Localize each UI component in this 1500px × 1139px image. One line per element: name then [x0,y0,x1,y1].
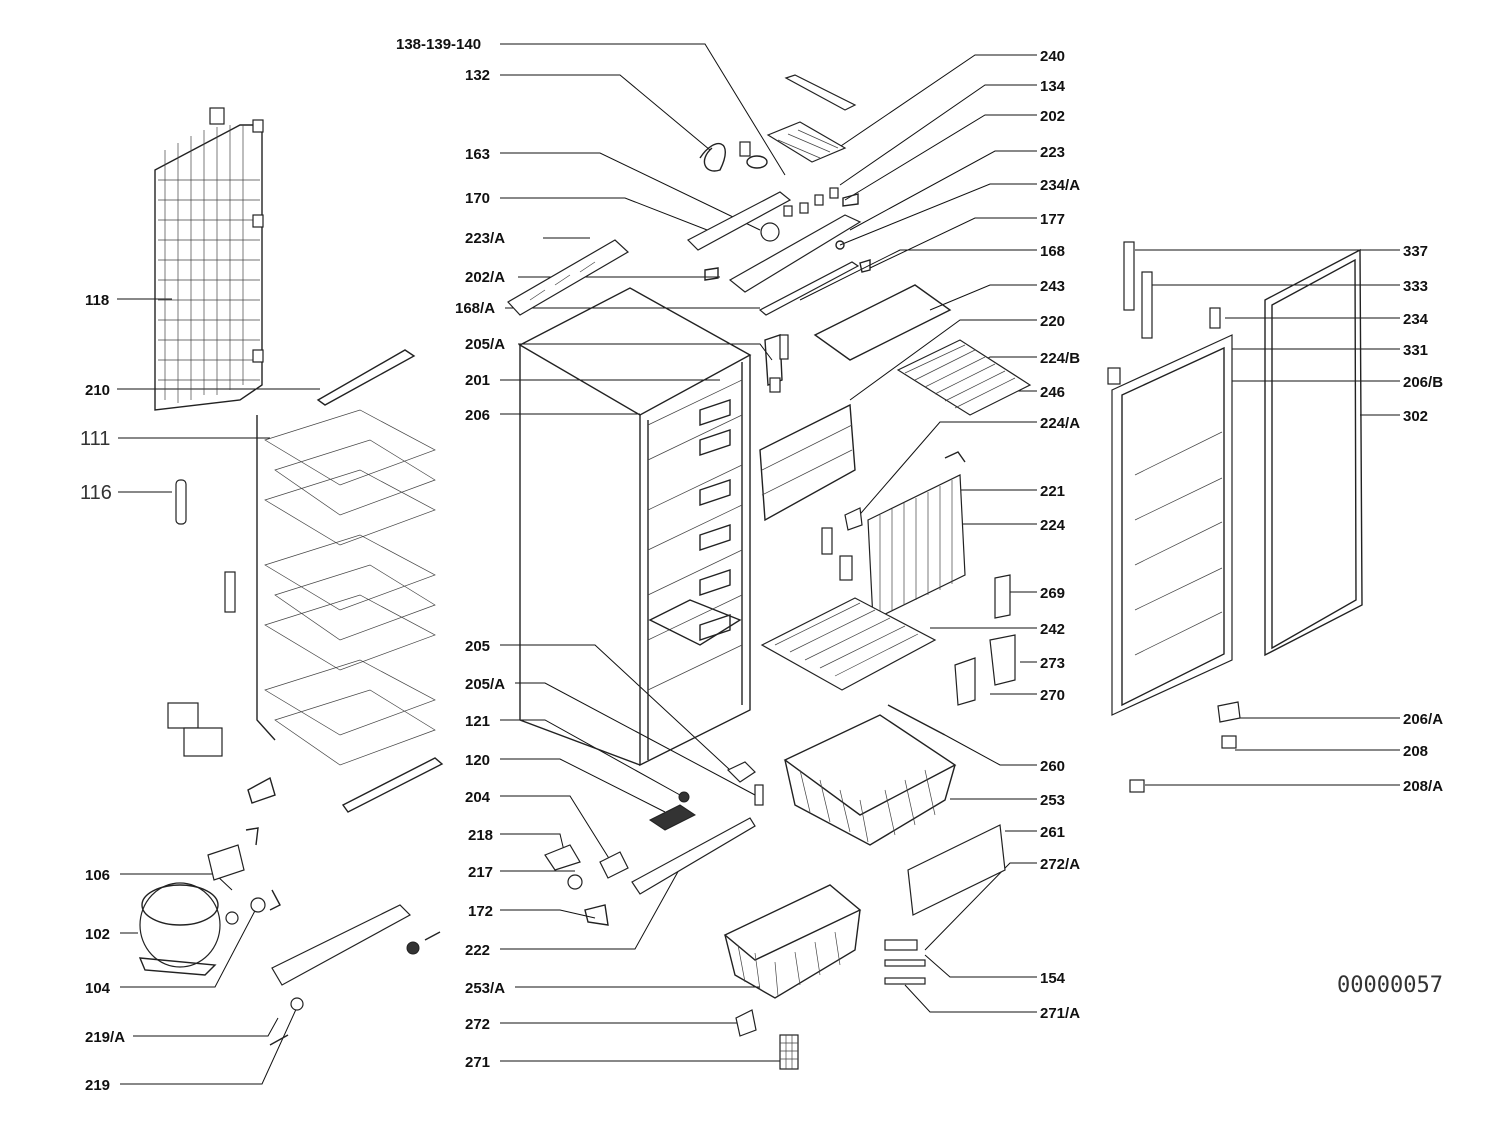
label-172: 172 [468,903,493,920]
label-234A: 234/A [1040,177,1080,194]
label-138-139-140: 138-139-140 [396,36,481,53]
label-205A: 205/A [465,676,505,693]
label-210: 210 [85,382,110,399]
label-177: 177 [1040,211,1065,228]
label-243: 243 [1040,278,1065,295]
label-273: 273 [1040,655,1065,672]
label-134: 134 [1040,78,1066,95]
condenser-coil [154,107,264,411]
label-168: 168 [1040,243,1065,260]
label-271: 271 [465,1054,490,1071]
label-163: 163 [465,146,490,163]
evaporator-shelves [256,349,444,813]
label-205: 205 [465,638,490,655]
label-220: 220 [1040,313,1065,330]
label-201: 201 [465,372,490,389]
label-240: 240 [1040,48,1065,65]
small-left-parts [167,702,276,881]
kick-plate [544,817,756,926]
label-206B: 206/B [1403,374,1443,391]
label-102: 102 [85,926,110,943]
label-219: 219 [85,1077,110,1094]
label-234: 234 [1403,311,1429,328]
label-221: 221 [1040,483,1065,500]
control-panel [507,74,871,316]
label-224: 224 [1040,517,1066,534]
label-217: 217 [468,864,493,881]
label-222: 222 [465,942,490,959]
label-202A: 202/A [465,269,505,286]
label-331: 331 [1403,342,1428,359]
label-208A: 208/A [1403,778,1443,795]
label-154: 154 [1040,970,1066,987]
label-111: 111 [80,428,110,450]
label-120: 120 [465,752,490,769]
label-121: 121 [465,713,490,730]
compressor-rail [269,904,441,1046]
label-260: 260 [1040,758,1065,775]
drawer-front [735,824,1006,1070]
label-132: 132 [465,67,490,84]
filter-drier [175,479,236,613]
label-272: 272 [465,1016,490,1033]
label-205A-top: 205/A [465,336,505,353]
label-208: 208 [1403,743,1428,760]
label-168A: 168/A [455,300,495,317]
label-333: 333 [1403,278,1428,295]
label-270: 270 [1040,687,1065,704]
label-104: 104 [85,980,111,997]
compressor [138,882,281,976]
label-337: 337 [1403,243,1428,260]
shelf-frames [759,284,1032,706]
label-219A: 219/A [85,1029,125,1046]
label-223: 223 [1040,144,1065,161]
label-224A: 224/A [1040,415,1080,432]
label-204: 204 [465,789,491,806]
baskets [723,704,957,999]
part-labels: 138-139-140 132 163 170 223/A 202/A 168/… [80,36,1443,1094]
label-106: 106 [85,867,110,884]
bottom-hinge [649,761,764,831]
label-271A: 271/A [1040,1005,1080,1022]
label-218: 218 [468,827,493,844]
label-116: 116 [80,482,112,504]
label-224B: 224/B [1040,350,1080,367]
label-170: 170 [465,190,490,207]
label-269: 269 [1040,585,1065,602]
label-272A: 272/A [1040,856,1080,873]
leader-lines [117,43,1400,1085]
label-206A: 206/A [1403,711,1443,728]
door [1107,241,1363,793]
label-242: 242 [1040,621,1065,638]
label-206: 206 [465,407,490,424]
cabinet [518,287,789,767]
label-202: 202 [1040,108,1065,125]
label-246: 246 [1040,384,1065,401]
label-118: 118 [85,292,109,309]
label-223A: 223/A [465,230,505,247]
diagram-code: 00000057 [1337,973,1443,998]
label-253: 253 [1040,792,1065,809]
label-261: 261 [1040,824,1065,841]
label-253A: 253/A [465,980,505,997]
label-302: 302 [1403,408,1428,425]
